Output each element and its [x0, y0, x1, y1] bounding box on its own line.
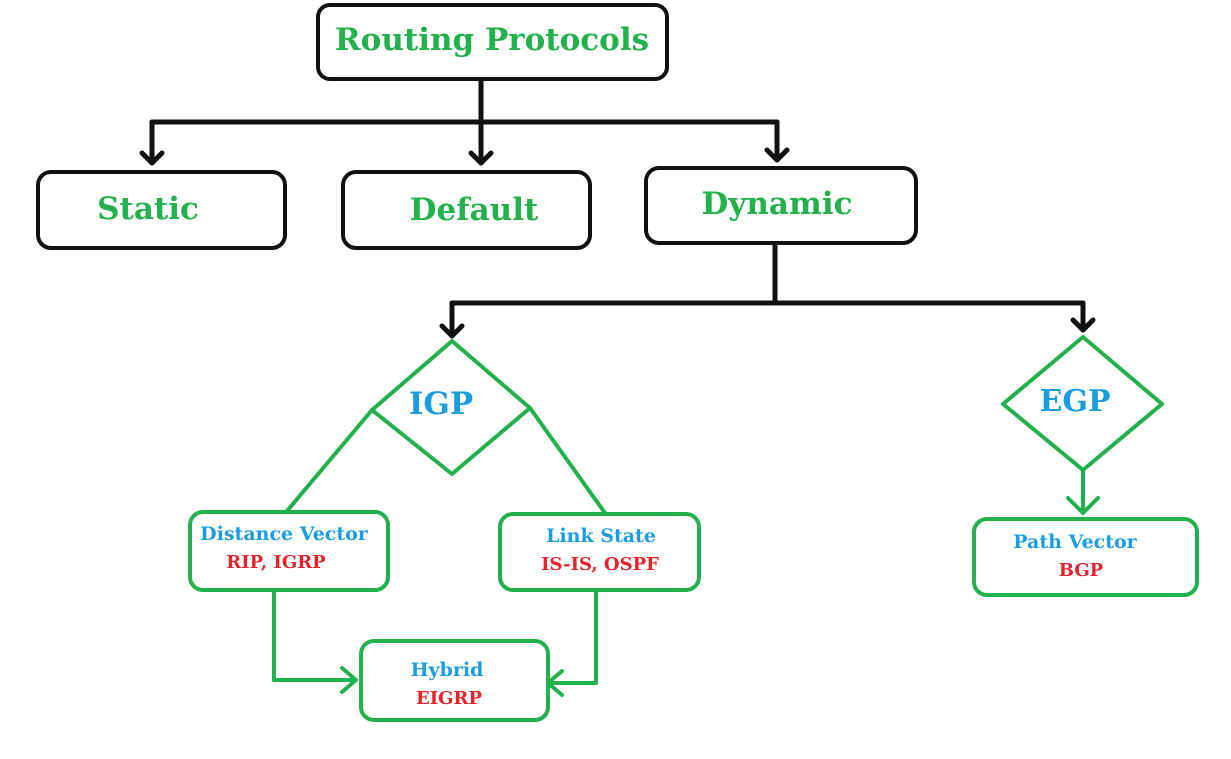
link-state-title: Link State [546, 525, 656, 547]
egp-node: EGP [1001, 335, 1164, 472]
igp-connectors [272, 406, 607, 697]
path-vector-title: Path Vector [1013, 531, 1137, 553]
link-state-node: Link State IS-IS, OSPF [498, 512, 701, 592]
distance-vector-examples: RIP, IGRP [226, 552, 326, 573]
igp-node: IGP [370, 339, 532, 476]
path-vector-examples: BGP [1059, 560, 1104, 581]
egp-label: EGP [1039, 384, 1110, 419]
default-node: Default [341, 170, 592, 250]
path-vector-node: Path Vector BGP [972, 517, 1199, 597]
root-label: Routing Protocols [335, 22, 649, 58]
hybrid-node: Hybrid EIGRP [359, 639, 550, 722]
hybrid-title: Hybrid [411, 659, 484, 681]
static-label: Static [97, 191, 199, 227]
root-node: Routing Protocols [316, 3, 669, 81]
default-label: Default [410, 192, 539, 228]
static-node: Static [36, 170, 287, 250]
link-state-examples: IS-IS, OSPF [541, 554, 659, 575]
egp-connector [1066, 468, 1100, 515]
hybrid-examples: EIGRP [416, 688, 482, 709]
dynamic-node: Dynamic [644, 166, 918, 245]
top-connectors [139, 77, 1096, 339]
distance-vector-node: Distance Vector RIP, IGRP [188, 510, 390, 592]
distance-vector-title: Distance Vector [200, 523, 369, 545]
dynamic-label: Dynamic [702, 186, 853, 222]
igp-label: IGP [409, 386, 473, 422]
